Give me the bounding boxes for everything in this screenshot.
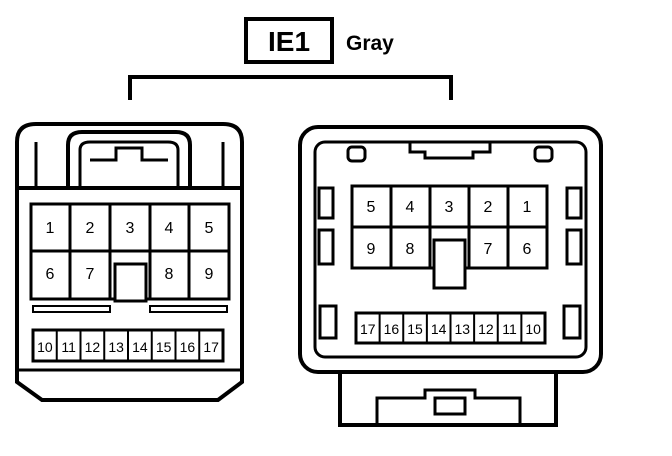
left_connector-lower-pins-label: 10	[37, 339, 53, 355]
left_connector-lower-pins-label: 14	[132, 339, 148, 355]
left-latch-outer	[66, 130, 192, 188]
right-inner-frame	[313, 140, 588, 359]
connector-code: IE1	[268, 26, 310, 57]
right_connector-upper-pins-label: 4	[406, 199, 415, 216]
right-side-slot-5	[318, 304, 338, 340]
right-bottom-latch-hole	[433, 396, 467, 416]
right_connector-upper-pins-label: 1	[523, 199, 532, 216]
connector-code-box	[244, 17, 334, 64]
left_connector-upper-pins-label: 2	[86, 220, 95, 237]
right_connector-upper-pins-label: 7	[484, 241, 493, 258]
connector-color: Gray	[346, 32, 394, 55]
right-connector	[298, 125, 603, 427]
left_connector-lower-pins-label: 17	[203, 339, 219, 355]
right_connector-upper-pins-label: 5	[367, 199, 376, 216]
right-upper-pin-labels: 5 4 3 2 1 9 8 7 6	[367, 199, 532, 258]
left_connector-upper-pins-label: 9	[205, 266, 214, 283]
left-latch-inner	[78, 140, 180, 188]
right_connector-upper-pins-label: 3	[445, 199, 454, 216]
right-side-slot-1	[317, 186, 335, 220]
right-corner-hole-right	[533, 145, 554, 163]
right-side-slot-6	[562, 304, 582, 340]
left-separator-bar-1	[32, 305, 111, 313]
left_connector-upper-pins-label: 5	[205, 220, 214, 237]
right_connector-lower-pins-label: 12	[478, 321, 494, 337]
left-latch-tab	[90, 146, 168, 162]
left-connector	[15, 122, 244, 402]
right_connector-lower-pins-label: 13	[455, 321, 471, 337]
left_connector-lower-pins-label: 11	[61, 339, 76, 355]
right_connector-lower-pins-label: 17	[360, 321, 376, 337]
right_connector-lower-pins-label: 15	[407, 321, 423, 337]
right_connector-upper-pins-label: 8	[406, 241, 415, 258]
pairing-bracket	[128, 75, 453, 100]
right_connector-upper-pins-label: 9	[367, 241, 376, 258]
right_connector-lower-pins-label: 10	[525, 321, 541, 337]
right-corner-hole-left	[346, 145, 367, 163]
left_connector-lower-pins-label: 16	[180, 339, 196, 355]
right-side-slot-4	[565, 228, 583, 266]
right-side-slot-3	[565, 186, 583, 220]
right_connector-lower-pins-label: 16	[384, 321, 400, 337]
right_connector-lower-pins-label: 14	[431, 321, 447, 337]
right-connector-housing	[298, 125, 603, 374]
right_connector-upper-pins-label: 6	[523, 241, 532, 258]
right_connector-lower-pins-label: 11	[502, 321, 517, 337]
left_connector-lower-pins-label: 15	[156, 339, 172, 355]
right-key-slot	[432, 238, 467, 290]
left_connector-upper-pins-label: 8	[165, 266, 174, 283]
left-key-slot	[113, 262, 148, 303]
left_connector-lower-pins-label: 12	[85, 339, 101, 355]
left-connector-housing	[15, 122, 244, 402]
right-side-slot-2	[317, 228, 335, 266]
right-top-notch	[408, 142, 492, 160]
left-upper-pin-labels: 1 2 3 4 5 6 7 8 9	[46, 220, 214, 283]
right-bottom-latch-tab	[375, 388, 522, 425]
left_connector-upper-pins-label: 7	[86, 266, 95, 283]
left-lower-pin-labels: 10 11 12 13 14 15 16 17	[37, 330, 219, 361]
left_connector-upper-pins-label: 3	[126, 220, 135, 237]
right-bottom-latch	[338, 372, 558, 427]
left-separator-bar-2	[149, 305, 228, 313]
left_connector-upper-pins-label: 1	[46, 220, 55, 237]
left_connector-upper-pins-label: 4	[165, 220, 174, 237]
right_connector-upper-pins-label: 2	[484, 199, 493, 216]
left_connector-lower-pins-label: 13	[108, 339, 124, 355]
left_connector-upper-pins-label: 6	[46, 266, 55, 283]
right-lower-pin-labels: 17 16 15 14 13 12 11 10	[360, 313, 541, 343]
